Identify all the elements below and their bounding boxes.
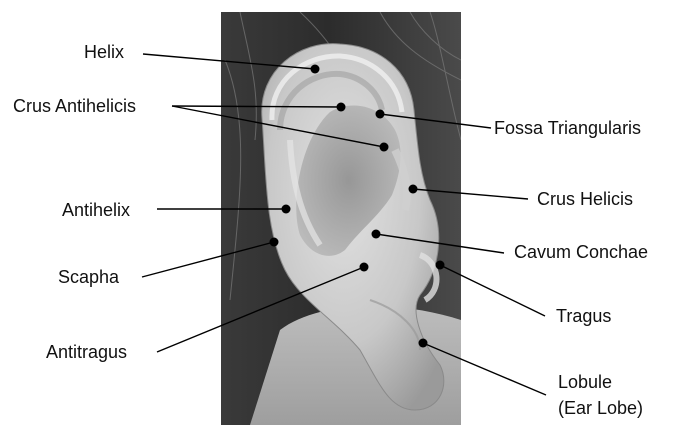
label-antihelix: Antihelix: [62, 200, 130, 220]
label-helix: Helix: [84, 42, 124, 62]
lobule-dot: [419, 339, 428, 348]
label-tragus: Tragus: [556, 306, 611, 326]
antitragus-dot: [360, 263, 369, 272]
label-fossa-triangularis: Fossa Triangularis: [494, 118, 641, 138]
scapha-dot: [270, 238, 279, 247]
crus-antihelicis-dot-upper: [337, 103, 346, 112]
label-cavum-conchae: Cavum Conchae: [514, 242, 648, 262]
fossa-triangularis-dot: [376, 110, 385, 119]
crus-antihelicis-dot-lower: [380, 143, 389, 152]
label-antitragus: Antitragus: [46, 342, 127, 362]
ear-photo: [221, 12, 461, 425]
cavum-conchae-dot: [372, 230, 381, 239]
crus-antihelicis-pointer-upper: [172, 106, 341, 107]
crus-helicis-dot: [409, 185, 418, 194]
label-ear-lobe: (Ear Lobe): [558, 398, 643, 418]
helix-dot: [311, 65, 320, 74]
label-scapha: Scapha: [58, 267, 120, 287]
label-crus-helicis: Crus Helicis: [537, 189, 633, 209]
antihelix-dot: [282, 205, 291, 214]
label-lobule: Lobule: [558, 372, 612, 392]
label-crus-antihelicis: Crus Antihelicis: [13, 96, 136, 116]
tragus-dot: [436, 261, 445, 270]
